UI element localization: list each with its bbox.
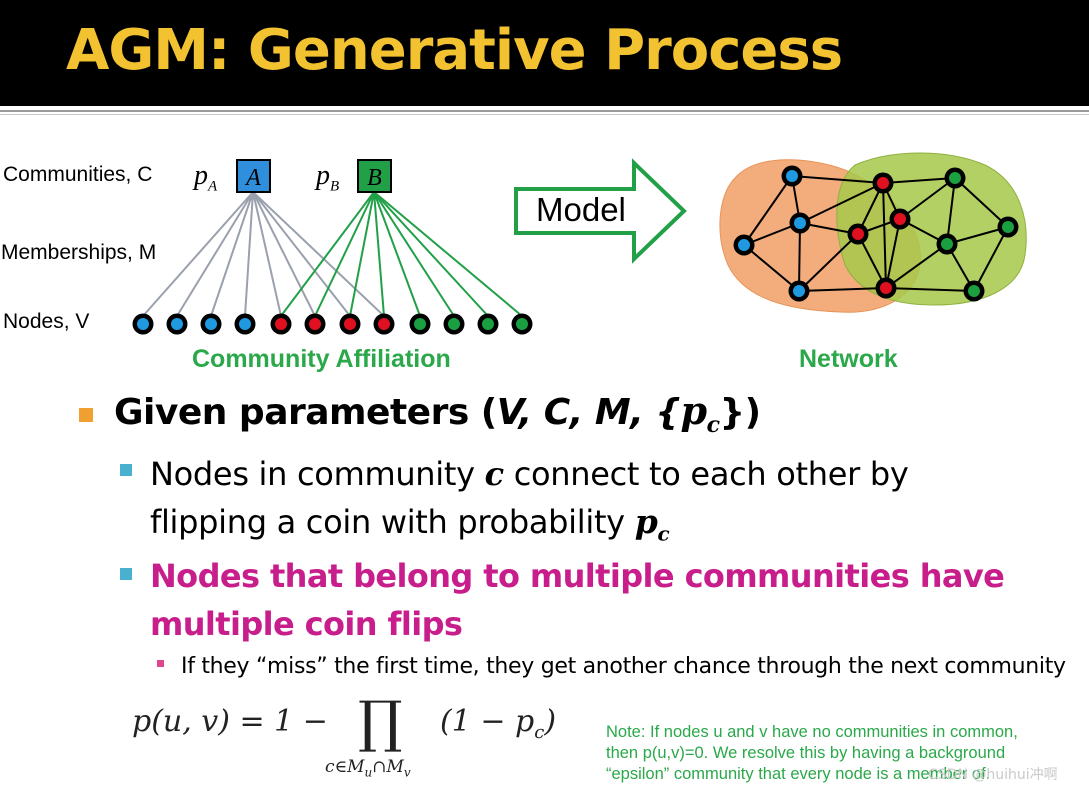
node-green bbox=[516, 318, 528, 330]
model-arrow bbox=[514, 158, 687, 264]
network-node-red bbox=[852, 228, 864, 240]
membership-edge-b bbox=[373, 191, 385, 317]
network-node-red bbox=[894, 213, 906, 225]
network-edge bbox=[798, 287, 887, 292]
formula-subscript: c∈Mu∩Mv bbox=[325, 757, 411, 780]
membership-edge-a bbox=[244, 191, 254, 317]
network-node-green bbox=[941, 238, 953, 250]
epsilon-note: Note: If nodes u and v have no communiti… bbox=[606, 723, 1018, 783]
network-edge bbox=[799, 182, 884, 224]
membership-edge-b bbox=[373, 191, 421, 317]
membership-edge-b bbox=[373, 191, 455, 317]
network-node-blue bbox=[738, 239, 750, 251]
node-red bbox=[378, 318, 390, 330]
network-node-blue bbox=[794, 217, 806, 229]
membership-edge-b bbox=[314, 191, 375, 317]
slide-title: AGM: Generative Process bbox=[66, 18, 843, 83]
bullet-level2 bbox=[120, 568, 132, 580]
community-affiliation-caption: Community Affiliation bbox=[192, 345, 451, 373]
bullet-given-parameters: Given parameters (V, C, M, {pc}) bbox=[114, 388, 761, 439]
network-edge bbox=[885, 218, 901, 289]
network-caption: Network bbox=[799, 345, 898, 373]
bullet-multiple-communities-line1: Nodes that belong to multiple communitie… bbox=[150, 557, 1005, 595]
membership-edge-a bbox=[142, 191, 254, 317]
bullet-level2 bbox=[120, 464, 132, 476]
affiliation-nodes bbox=[132, 313, 533, 335]
communities-label: Communities, C bbox=[3, 163, 153, 186]
network-edge bbox=[743, 175, 793, 246]
node-green bbox=[448, 318, 460, 330]
network-node-red bbox=[877, 177, 889, 189]
network-edge bbox=[798, 233, 859, 292]
membership-edge-b bbox=[280, 191, 375, 317]
title-divider-thin bbox=[0, 114, 1089, 115]
membership-edge-a bbox=[252, 191, 385, 317]
network-node-blue bbox=[786, 170, 798, 182]
node-red bbox=[309, 318, 321, 330]
node-red bbox=[275, 318, 287, 330]
model-arrow-label: Model bbox=[536, 191, 626, 228]
network-edge bbox=[946, 177, 956, 245]
community-b-box-label: B bbox=[367, 165, 382, 191]
network-node-red bbox=[880, 282, 892, 294]
p-a-label: pA bbox=[194, 160, 218, 195]
membership-edge-a bbox=[252, 191, 282, 317]
network-node-green bbox=[968, 285, 980, 297]
node-blue bbox=[171, 318, 183, 330]
network-nodes bbox=[733, 165, 1019, 302]
network-edge bbox=[946, 226, 1009, 245]
p-b-label: pB bbox=[316, 160, 340, 195]
title-divider bbox=[0, 110, 1089, 112]
network-edge bbox=[954, 177, 1009, 228]
network-edge bbox=[882, 182, 887, 289]
membership-edge-b bbox=[373, 191, 489, 317]
formula-product-symbol: ∏ bbox=[358, 690, 403, 755]
network-node-green bbox=[949, 172, 961, 184]
network-edge bbox=[899, 177, 956, 220]
node-green bbox=[482, 318, 494, 330]
memberships-label: Memberships, M bbox=[1, 241, 157, 264]
network-edge bbox=[885, 287, 975, 292]
network-node-blue bbox=[793, 285, 805, 297]
network-edge bbox=[882, 177, 956, 184]
formula-factor: (1 − pc) bbox=[440, 704, 557, 743]
node-green bbox=[414, 318, 426, 330]
bullet-connect-line2: flipping a coin with probability pc bbox=[150, 502, 670, 546]
node-blue bbox=[137, 318, 149, 330]
node-blue bbox=[239, 318, 251, 330]
node-red bbox=[344, 318, 356, 330]
community-a-box-label: A bbox=[244, 165, 261, 191]
node-blue bbox=[205, 318, 217, 330]
watermark: CSDN @huihui冲啊 bbox=[928, 767, 1058, 783]
network-edge bbox=[743, 244, 800, 292]
community-b-edges bbox=[280, 191, 523, 317]
title-bar bbox=[0, 0, 1089, 106]
network-edge bbox=[885, 243, 948, 289]
bullet-miss-chance: If they “miss” the first time, they get … bbox=[181, 654, 1066, 679]
network-edge bbox=[973, 226, 1009, 292]
membership-edge-a bbox=[252, 191, 316, 317]
community-a-box bbox=[236, 159, 271, 193]
membership-edge-b bbox=[373, 191, 523, 317]
membership-edge-b bbox=[349, 191, 375, 317]
bullet-level3 bbox=[157, 660, 164, 667]
network-node-green bbox=[1002, 221, 1014, 233]
network-edge bbox=[791, 175, 884, 184]
community-a-edges bbox=[142, 191, 385, 317]
bullet-level1 bbox=[79, 408, 93, 422]
membership-edge-a bbox=[176, 191, 254, 317]
membership-edge-a bbox=[210, 191, 254, 317]
formula-lhs: p(u, v) = 1 − bbox=[132, 704, 328, 739]
nodes-label: Nodes, V bbox=[3, 310, 90, 333]
community-b-box bbox=[357, 159, 392, 193]
bullet-multiple-communities-line2: multiple coin flips bbox=[150, 605, 463, 643]
membership-edge-a bbox=[252, 191, 351, 317]
network-edge bbox=[798, 222, 801, 292]
bullet-connect-line1: Nodes in community c connect to each oth… bbox=[150, 455, 909, 493]
